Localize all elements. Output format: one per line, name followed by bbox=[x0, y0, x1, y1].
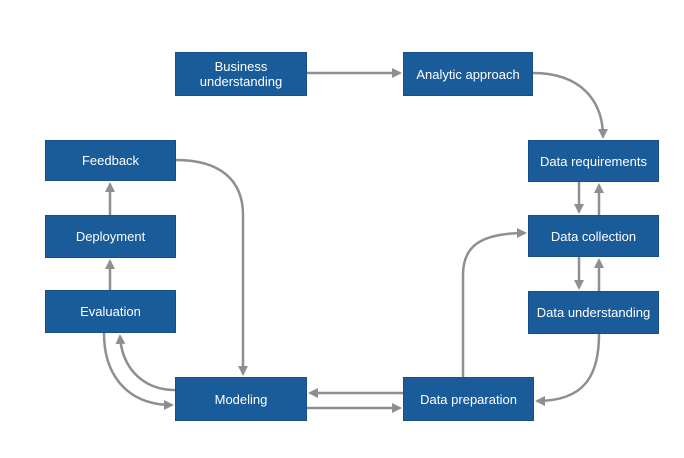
node-data-understanding: Data understanding bbox=[528, 291, 659, 334]
node-business-understanding: Business understanding bbox=[175, 52, 307, 96]
edge-preparation-to-collection bbox=[461, 228, 527, 377]
edge-analytic-to-requirements bbox=[532, 71, 608, 139]
node-data-requirements: Data requirements bbox=[528, 140, 659, 182]
node-analytic-approach: Analytic approach bbox=[403, 52, 533, 96]
node-label: Deployment bbox=[75, 229, 146, 244]
edge-feedback-to-modeling bbox=[175, 158, 248, 376]
edge-evaluation-to-modeling bbox=[102, 332, 174, 410]
node-label: Evaluation bbox=[80, 304, 141, 319]
node-label: Data requirements bbox=[540, 153, 647, 169]
edge-understanding-to-preparation bbox=[535, 333, 601, 406]
node-label: Business understanding bbox=[199, 59, 283, 89]
node-data-preparation: Data preparation bbox=[403, 377, 534, 421]
node-label: Feedback bbox=[81, 153, 140, 168]
node-deployment: Deployment bbox=[45, 215, 176, 258]
node-feedback: Feedback bbox=[45, 140, 176, 181]
node-data-collection: Data collection bbox=[528, 215, 659, 257]
edge-modeling-to-evaluation bbox=[115, 334, 176, 392]
node-label: Analytic approach bbox=[416, 66, 520, 82]
node-evaluation: Evaluation bbox=[45, 290, 176, 333]
node-label: Modeling bbox=[214, 391, 268, 407]
node-modeling: Modeling bbox=[175, 377, 307, 421]
node-label: Data preparation bbox=[420, 391, 517, 407]
node-label: Data collection bbox=[550, 228, 637, 244]
node-label: Data understanding bbox=[536, 305, 651, 320]
